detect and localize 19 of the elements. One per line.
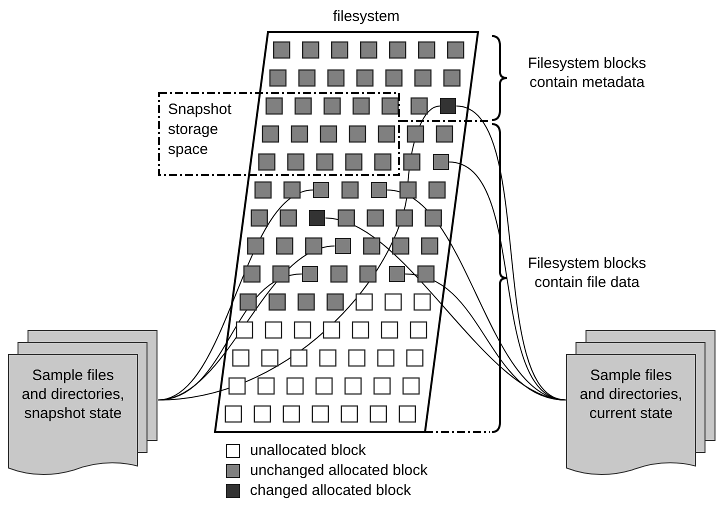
document-label: Sample files and directories, snapshot state — [20, 366, 126, 423]
block — [302, 266, 318, 282]
legend-label: changed allocated block — [250, 482, 411, 499]
legend-label: unchanged allocated block — [250, 462, 428, 479]
block — [371, 182, 388, 198]
block — [313, 182, 330, 198]
block — [432, 154, 449, 170]
connector-curve — [158, 274, 302, 400]
document-label: Sample files and directories, current state — [578, 366, 684, 423]
block — [388, 266, 405, 282]
connector-curve — [404, 274, 566, 400]
brace-label: Filesystem blocks contain file data — [526, 254, 648, 292]
block — [334, 238, 351, 254]
block — [309, 210, 326, 226]
legend-label: unallocated block — [250, 442, 366, 459]
block — [440, 98, 456, 114]
brace-label: Filesystem blocks contain metadata — [526, 54, 648, 92]
heading: filesystem — [333, 8, 400, 25]
region-label: Snapshot storage space — [168, 100, 232, 160]
